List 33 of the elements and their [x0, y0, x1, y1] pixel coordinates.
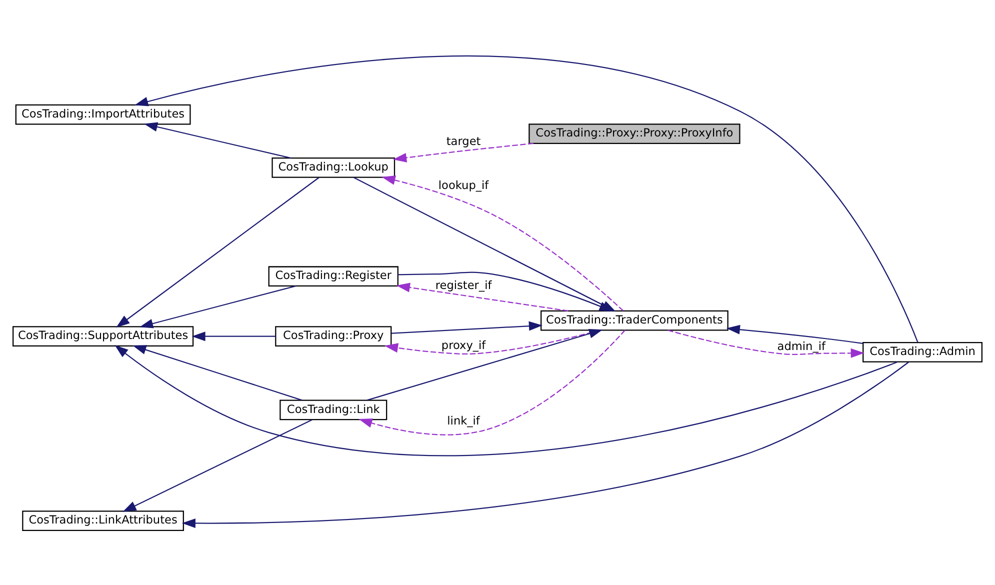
arrow: [116, 176, 320, 328]
arrow: [392, 142, 534, 162]
node-box: CosTrading::Link: [280, 399, 388, 420]
edge-label: admin_if: [777, 339, 826, 352]
arrow: [139, 284, 296, 328]
node-box: CosTrading::ImportAttributes: [15, 104, 191, 124]
node-box: CosTrading::Lookup: [272, 157, 396, 178]
arrow: [122, 418, 313, 512]
edge-label: proxy_if: [441, 338, 486, 352]
arrow: [192, 331, 276, 341]
arrow: [182, 361, 909, 528]
arrow: [132, 344, 302, 400]
arrow: [396, 282, 568, 311]
arrow: [668, 329, 864, 358]
arrow: [398, 271, 613, 312]
arrow: [726, 324, 863, 344]
arrow: [144, 122, 292, 158]
arrow: [358, 329, 626, 435]
node-box: CosTrading::Register: [268, 266, 398, 286]
node-box: CosTrading::LinkAttributes: [22, 510, 184, 531]
edge-label: link_if: [447, 414, 480, 428]
edge-label: lookup_if: [438, 178, 489, 192]
arrow: [114, 344, 898, 456]
edge-label: target: [446, 134, 481, 148]
arrow: [134, 54, 918, 342]
node-box: CosTrading::SupportAttributes: [12, 326, 194, 346]
node-box: CosTrading::Admin: [862, 342, 982, 362]
node-box: CosTrading::Proxy: [275, 326, 392, 346]
arrow: [366, 328, 603, 400]
node-box: CosTrading::TraderComponents: [540, 310, 728, 330]
node-box: CosTrading::Proxy::Proxy::ProxyInfo: [528, 123, 740, 144]
arrow: [391, 320, 543, 334]
edge-label: register_if: [435, 278, 492, 292]
